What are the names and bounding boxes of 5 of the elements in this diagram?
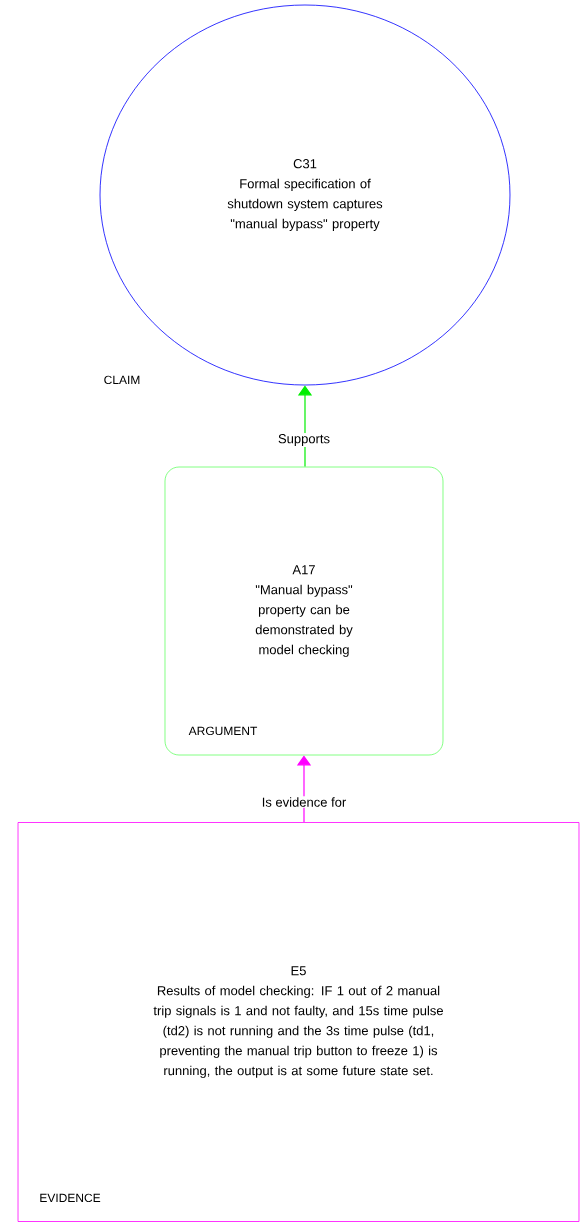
edge-label: Supports xyxy=(277,433,331,447)
type-label: EVIDENCE xyxy=(40,1193,101,1203)
type-label: ARGUMENT xyxy=(188,726,258,736)
edge-label: Is evidence for xyxy=(260,796,348,808)
type-label: CLAIM xyxy=(102,374,142,386)
